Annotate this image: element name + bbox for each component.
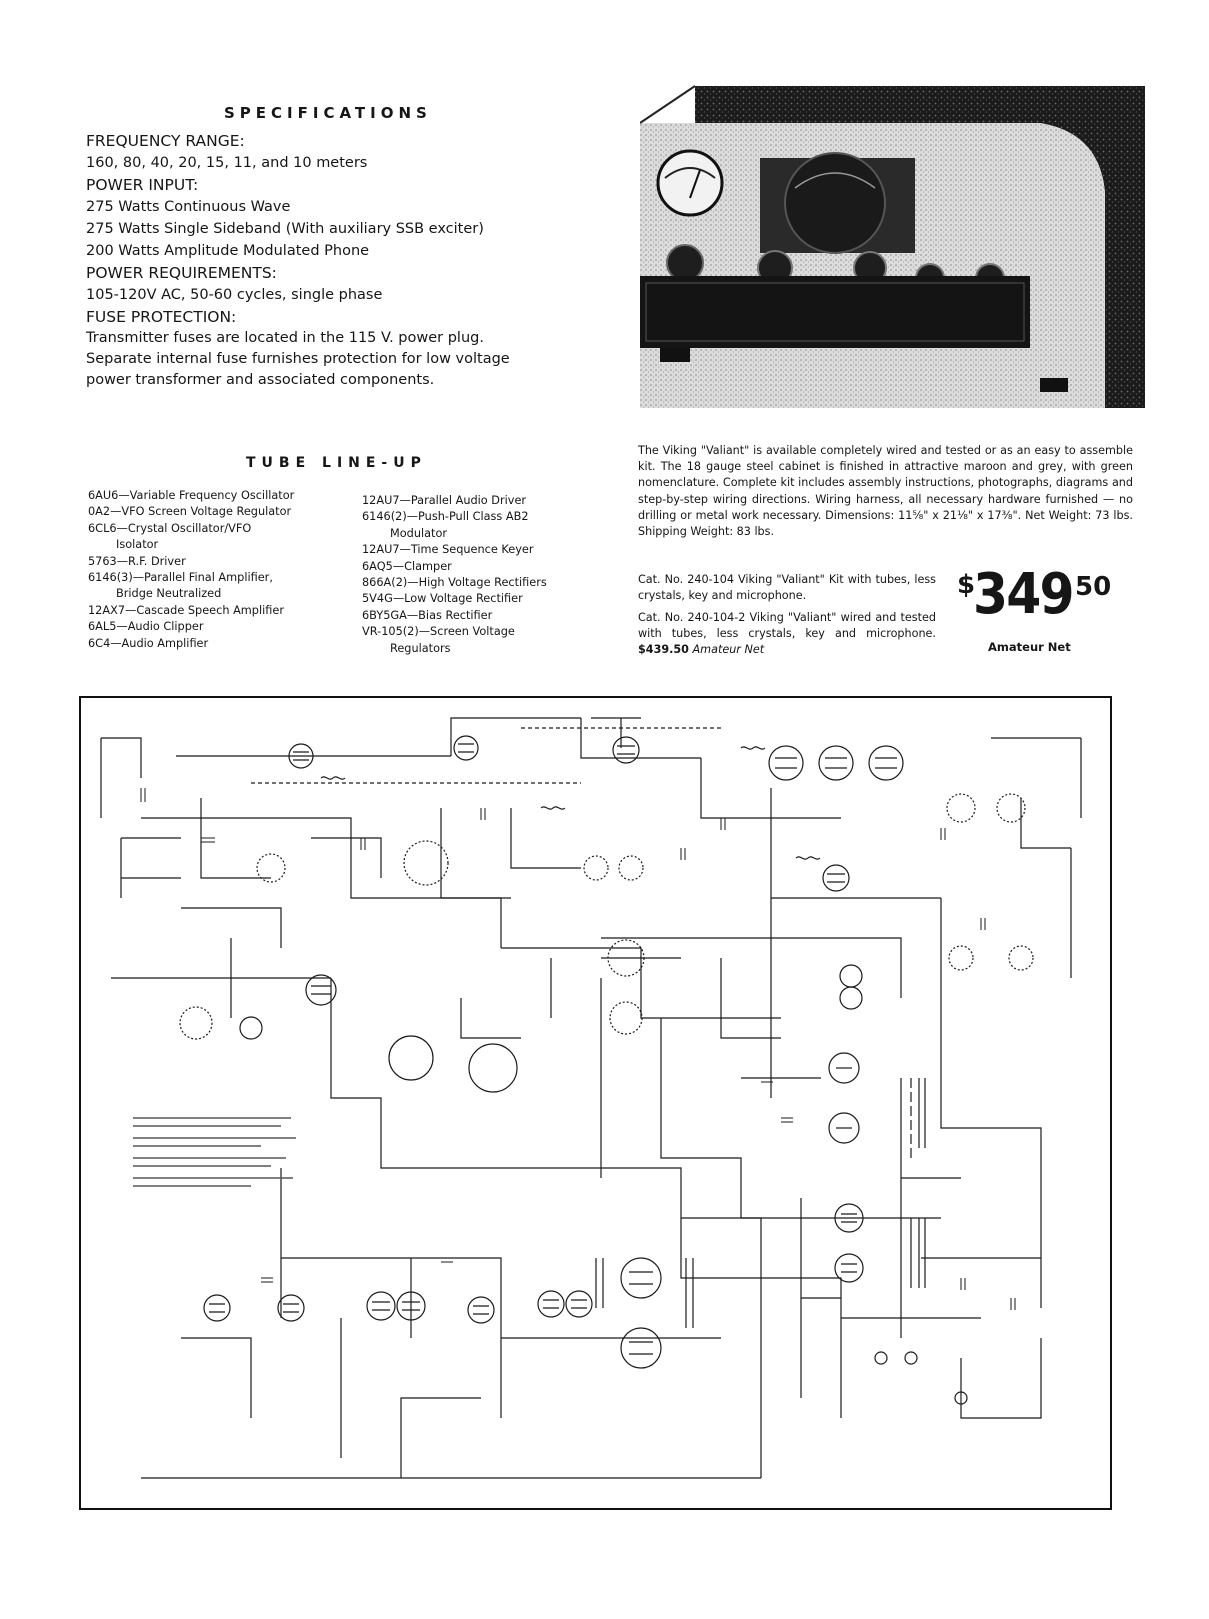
tube-item: VR-105(2)—Screen Voltage [362, 625, 515, 639]
tube-lineup-title: TUBE LINE-UP [246, 455, 427, 471]
tube-item: 6CL6—Crystal Oscillator/VFO [88, 521, 252, 535]
tube-item: 12AU7—Parallel Audio Driver [362, 494, 527, 507]
power-requirements-value: 105-120V AC, 50-60 cycles, single phase [86, 287, 383, 303]
tube-lineup-column-2: 12AU7—Parallel Audio Driver 6146(2)—Push… [362, 493, 594, 657]
price-dollars: 349 [973, 562, 1075, 627]
power-input-heading: POWER INPUT: [86, 176, 199, 194]
specifications-title: SPECIFICATIONS [224, 104, 432, 122]
product-description: The Viking "Valiant" is available comple… [638, 444, 1133, 539]
tube-item: 6146(2)—Push-Pull Class AB2 [362, 510, 529, 524]
frequency-range-heading: FREQUENCY RANGE: [86, 132, 245, 150]
tube-item: Modulator [390, 526, 448, 540]
catalog-wired-price-label: Amateur Net [692, 643, 765, 656]
fuse-protection-line: power transformer and associated compone… [86, 372, 435, 388]
tube-item: 12AU7—Time Sequence Keyer [362, 543, 534, 557]
tube-item: 5V4G—Low Voltage Rectifier [362, 592, 523, 606]
fuse-protection-line: Transmitter fuses are located in the 115… [86, 330, 484, 346]
tube-item: 6C4—Audio Amplifier [88, 636, 209, 650]
price-dollar-sign: $ [957, 570, 976, 600]
fuse-protection-heading: FUSE PROTECTION: [86, 308, 237, 326]
tube-item: 6AL5—Audio Clipper [88, 620, 204, 634]
power-input-line: 275 Watts Continuous Wave [86, 199, 291, 215]
power-input-line: 275 Watts Single Sideband (With auxiliar… [86, 221, 484, 237]
schematic-border [79, 696, 1112, 1510]
tube-lineup-column-1: 6AU6—Variable Frequency Oscillator 0A2—V… [88, 488, 356, 652]
tube-item: Isolator [116, 538, 159, 552]
tube-item: 866A(2)—High Voltage Rectifiers [362, 576, 547, 590]
tube-item: 12AX7—Cascade Speech Amplifier [88, 603, 284, 617]
tube-item: 6AU6—Variable Frequency Oscillator [88, 489, 295, 502]
tube-item: Regulators [390, 641, 451, 655]
tube-item: Bridge Neutralized [116, 587, 222, 601]
catalog-wired: Cat. No. 240-104-2 Viking "Valiant" wire… [638, 610, 936, 658]
tube-item: 6BY5GA—Bias Rectifier [362, 608, 493, 622]
schematic-diagram [100, 717, 1082, 1479]
power-input-line: 200 Watts Amplitude Modulated Phone [86, 243, 370, 259]
frequency-range-value: 160, 80, 40, 20, 15, 11, and 10 meters [86, 155, 368, 171]
tube-item: 6AQ5—Clamper [362, 559, 452, 573]
tube-item: 0A2—VFO Screen Voltage Regulator [88, 505, 292, 519]
specifications-block: FREQUENCY RANGE: 160, 80, 40, 20, 15, 11… [86, 130, 606, 391]
fuse-protection-line: Separate internal fuse furnishes protect… [86, 351, 510, 367]
price-label: Amateur Net [988, 640, 1071, 654]
price-display: $ 349 50 [957, 562, 1117, 638]
catalog-wired-price: $439.50 [638, 643, 689, 656]
catalog-kit-text: Cat. No. 240-104 Viking "Valiant" Kit wi… [638, 573, 936, 602]
catalog-wired-text: Cat. No. 240-104-2 Viking "Valiant" wire… [638, 611, 936, 640]
transmitter-photo [640, 85, 1145, 408]
price-cents: 50 [1075, 572, 1112, 602]
tube-item: 6146(3)—Parallel Final Amplifier, [88, 571, 273, 585]
tube-item: 5763—R.F. Driver [88, 554, 186, 568]
power-requirements-heading: POWER REQUIREMENTS: [86, 264, 277, 282]
